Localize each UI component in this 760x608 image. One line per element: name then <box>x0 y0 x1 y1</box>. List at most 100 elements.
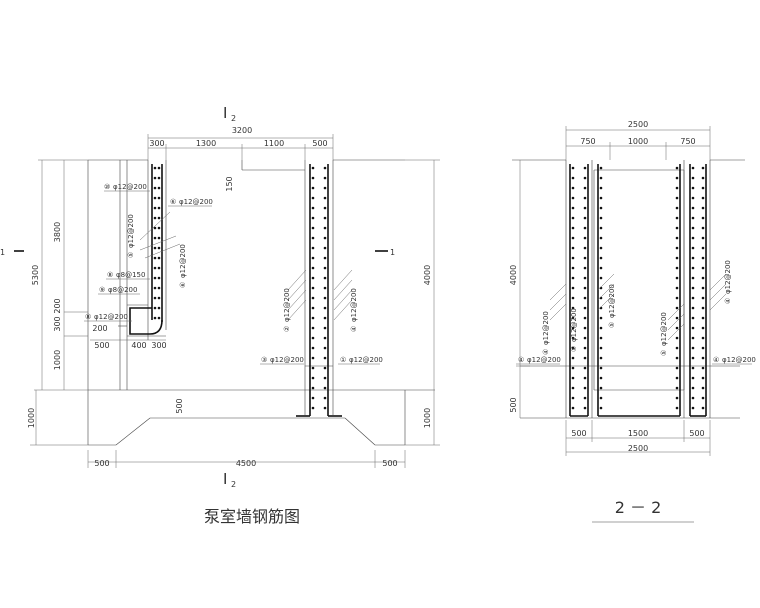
rebar-dot <box>311 306 315 310</box>
dim-mid-3: 300 <box>151 341 166 350</box>
dim-left-outer: 5300 <box>31 265 40 285</box>
right-side-dimensions: 4000 1000 <box>405 159 440 446</box>
rebar-label-6b-num: ⑥ <box>179 282 187 288</box>
rebar-dot <box>701 276 705 280</box>
rebar-dot <box>691 366 695 370</box>
dim-right-2: 1000 <box>423 408 432 428</box>
rebar-dot <box>323 186 327 190</box>
rebar-dot <box>323 166 327 170</box>
rebar-dot <box>571 406 575 410</box>
rebar-dot <box>701 246 705 250</box>
rebar-label-10: φ12@200 <box>113 183 147 191</box>
rebar-dot <box>583 376 587 380</box>
rebar-dot <box>675 396 679 400</box>
rebar-dot <box>583 356 587 360</box>
section-right-label: 1 <box>390 248 395 257</box>
dim-mid-2: 400 <box>131 341 146 350</box>
rebar-dot <box>157 316 161 320</box>
rebar-dot <box>323 326 327 330</box>
rebar-dot <box>691 306 695 310</box>
rebar-dot <box>701 336 705 340</box>
rebar-dot <box>701 316 705 320</box>
rebar-dot <box>311 176 315 180</box>
rebar-dot <box>157 296 161 300</box>
rebar-dot <box>701 176 705 180</box>
rebar-dot <box>583 336 587 340</box>
rebar-dot <box>583 176 587 180</box>
dim-right-1: 4000 <box>423 265 432 285</box>
right-rebar-annotations: ④ φ12@200 ④ φ12@200 ⑤ φ12@200 ⑤ φ12@200 … <box>516 260 756 365</box>
dim-mid-1: 500 <box>94 341 109 350</box>
rebar-dot <box>153 256 157 260</box>
rebar-dot <box>675 196 679 200</box>
rebar-dot <box>323 246 327 250</box>
rebar-dot <box>691 386 695 390</box>
rebar-dot <box>583 206 587 210</box>
rebar-dot <box>323 256 327 260</box>
right-top-dimensions: 2500 750 1000 750 <box>565 120 711 160</box>
rebar-dot <box>599 216 603 220</box>
dim-bottom-3: 500 <box>382 459 397 468</box>
rebar-dot <box>675 406 679 410</box>
left-outline <box>87 159 435 446</box>
rebar-dot <box>675 226 679 230</box>
rebar-dot <box>323 216 327 220</box>
dim-bottom-2: 4500 <box>236 459 256 468</box>
rebar-dot <box>323 276 327 280</box>
rebar-dot <box>675 216 679 220</box>
r-rebar-label-4a-num: ④ <box>518 356 524 364</box>
rebar-dot <box>691 226 695 230</box>
rebar-dot <box>701 206 705 210</box>
rebar-dot <box>583 286 587 290</box>
dim-left-small-1: 300 <box>53 316 62 331</box>
rebar-dot <box>701 356 705 360</box>
left-rebar-dots <box>153 166 327 410</box>
rebar-dot <box>701 166 705 170</box>
r-rebar-label-5b-num: ⑤ <box>660 350 668 356</box>
rebar-dot <box>323 176 327 180</box>
rebar-label-9: φ8@200 <box>108 286 137 294</box>
rebar-dot <box>153 266 157 270</box>
rebar-label-2: φ12@200 <box>283 288 291 322</box>
rebar-dot <box>571 356 575 360</box>
rebar-dot <box>153 276 157 280</box>
rebar-dot <box>691 276 695 280</box>
rebar-dot <box>323 286 327 290</box>
right-bottom-dimensions: 500 1500 500 2500 <box>565 420 711 456</box>
rebar-dot <box>311 186 315 190</box>
dim-left-inner-2: 1000 <box>53 350 62 370</box>
rebar-dot <box>675 356 679 360</box>
right-rebar <box>569 164 707 417</box>
rebar-label-3: φ12@200 <box>270 356 304 364</box>
rebar-dot <box>153 166 157 170</box>
rebar-label-1-num: ① <box>340 356 346 364</box>
rebar-dot <box>157 196 161 200</box>
r-rebar-label-4d-num: ④ <box>724 298 732 304</box>
rebar-label-8a-num: ⑧ <box>107 271 113 279</box>
rebar-dot <box>311 256 315 260</box>
section-mark-bottom-sub: 2 <box>231 480 236 489</box>
rebar-dot <box>691 206 695 210</box>
dim-r-base: 500 <box>509 397 518 412</box>
dim-r-bottom-total: 2500 <box>628 444 648 453</box>
rebar-dot <box>675 316 679 320</box>
rebar-label-3-num: ③ <box>261 356 267 364</box>
rebar-dot <box>691 186 695 190</box>
rebar-dot <box>599 246 603 250</box>
rebar-dot <box>599 406 603 410</box>
rebar-dot <box>571 306 575 310</box>
rebar-dot <box>571 256 575 260</box>
rebar-dot <box>153 246 157 250</box>
rebar-dot <box>583 366 587 370</box>
r-rebar-label-4d: φ12@200 <box>724 260 732 294</box>
r-rebar-label-5c: φ12@200 <box>570 308 578 342</box>
rebar-dot <box>571 366 575 370</box>
rebar-dot <box>583 196 587 200</box>
dim-r-top-1: 750 <box>580 137 595 146</box>
rebar-dot <box>571 316 575 320</box>
r-rebar-label-4b-num: ④ <box>542 349 550 355</box>
rebar-dot <box>583 216 587 220</box>
rebar-dot <box>675 266 679 270</box>
rebar-dot <box>157 186 161 190</box>
rebar-label-6a-num: ⑥ <box>170 198 176 206</box>
